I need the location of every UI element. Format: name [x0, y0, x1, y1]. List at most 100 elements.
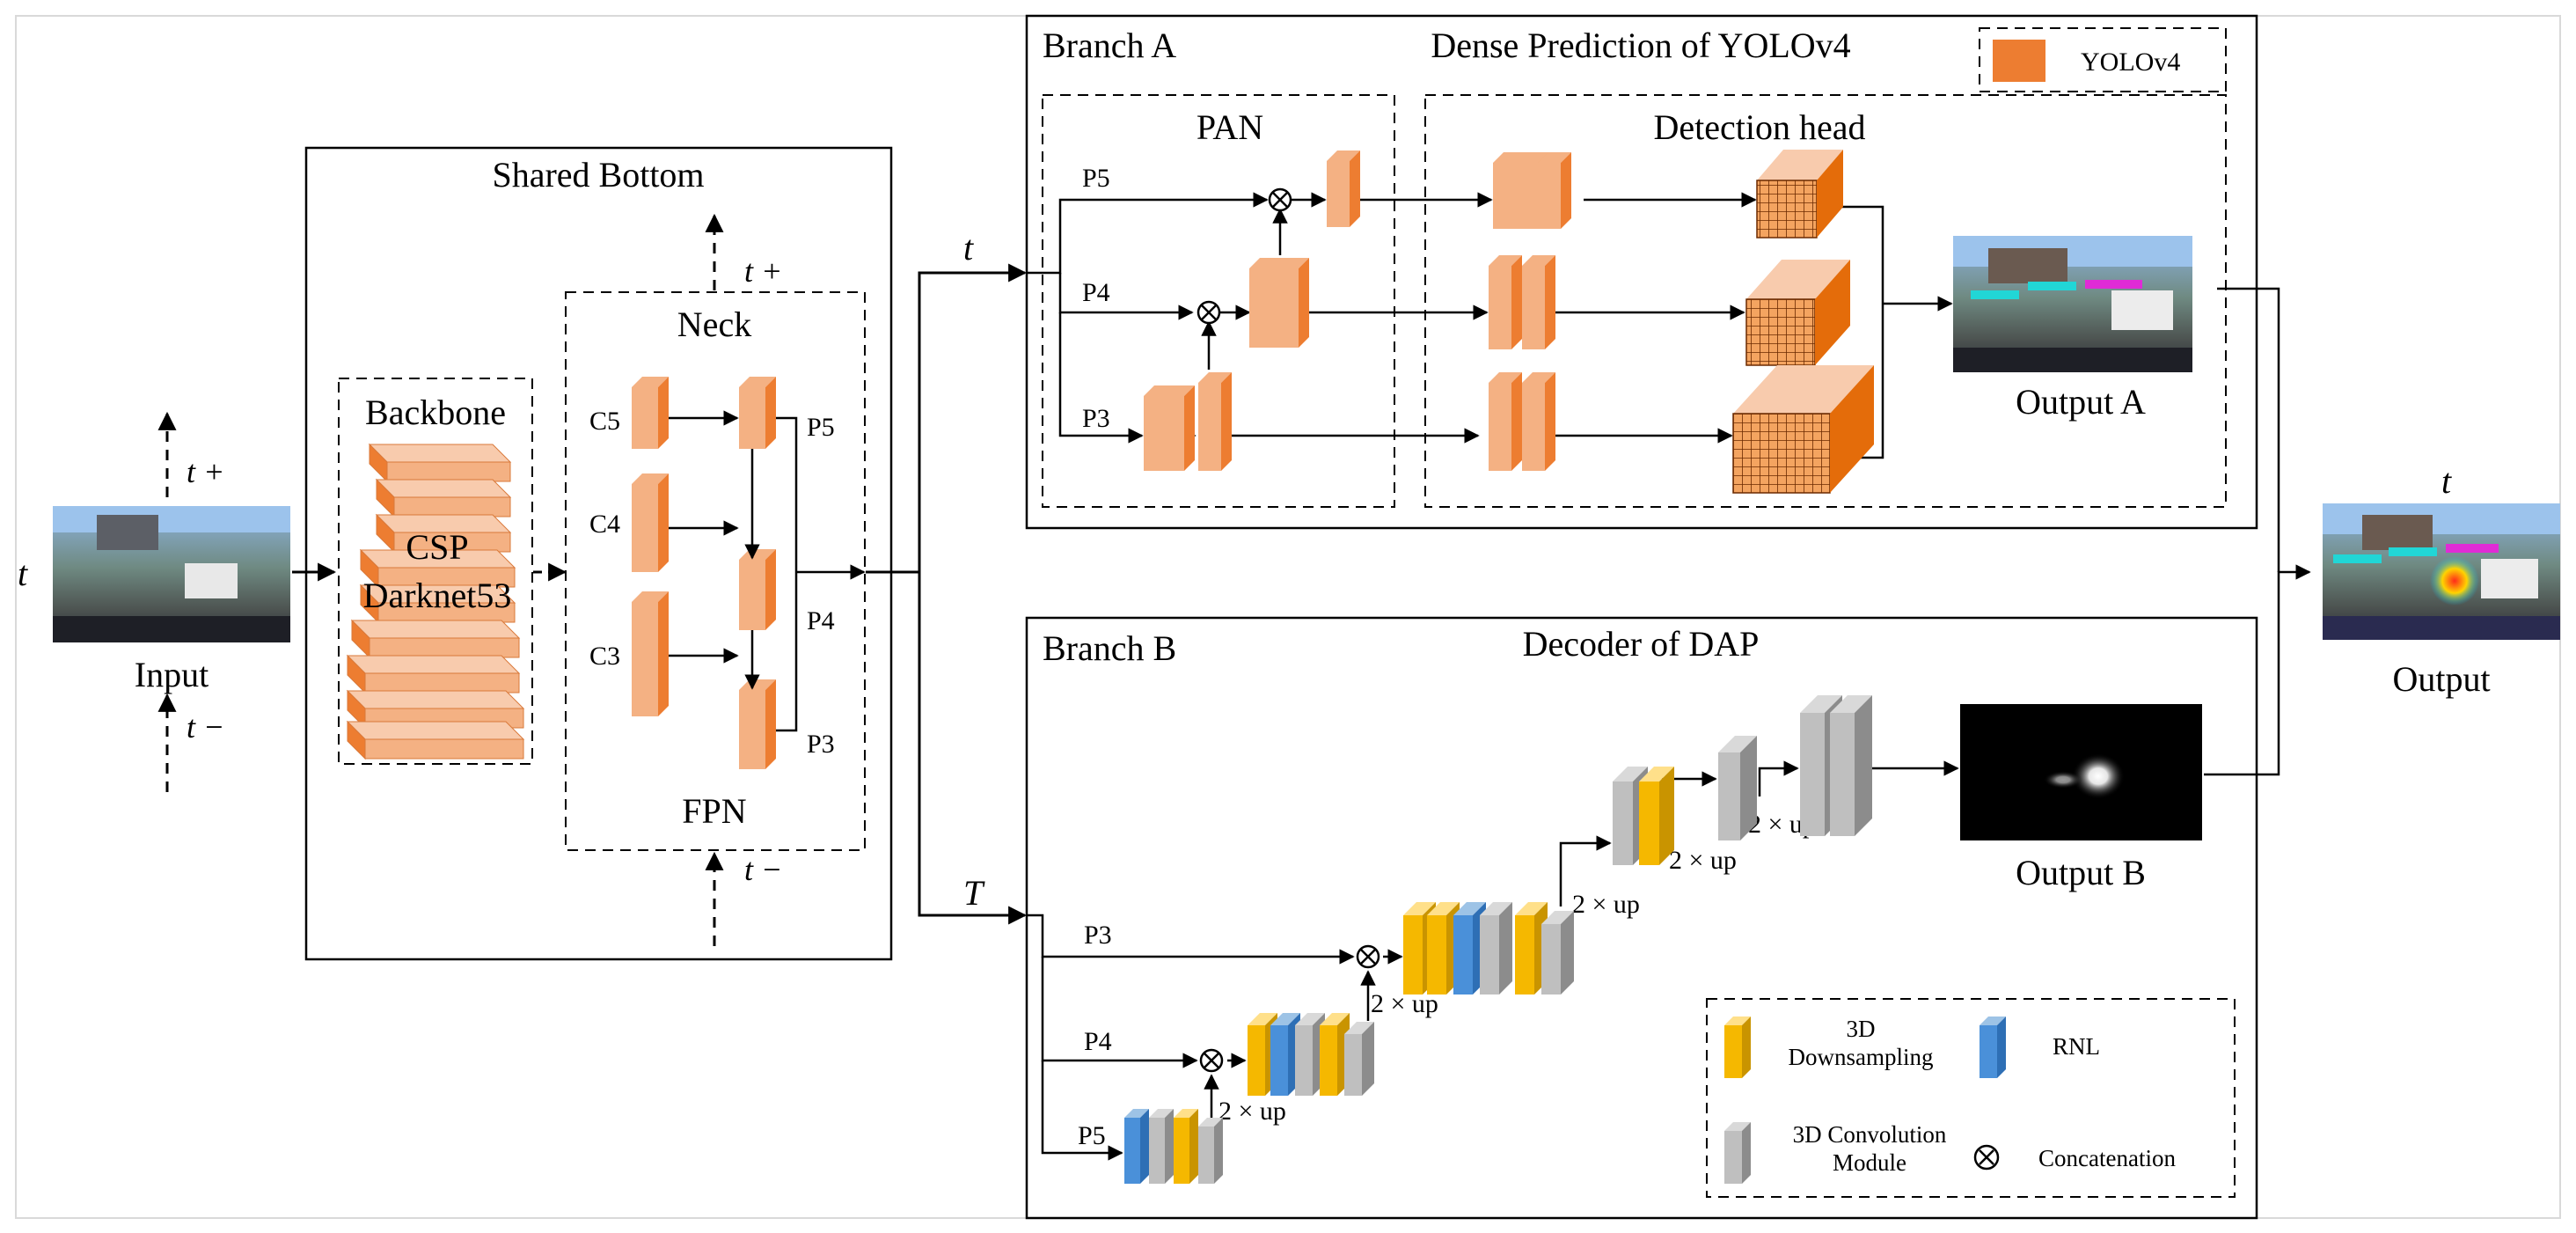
pan-block-p3c	[1198, 372, 1232, 471]
neck-footer: FPN	[682, 791, 746, 831]
branch-b-connectors	[1027, 287, 2311, 1161]
neck-out-p4: P4	[807, 606, 835, 635]
detection-head-title: Detection head	[1654, 107, 1866, 147]
grid-cube-large	[1756, 150, 1843, 239]
pan-blocks	[1144, 150, 1360, 471]
pan: PAN P5 P4 P3	[1027, 94, 1395, 508]
dec-block-down-1	[1174, 1109, 1198, 1184]
concat-p4	[1199, 1048, 1224, 1073]
branch-b: Branch B Decoder of DAP P3 P4 P5 2 × up …	[1025, 287, 2311, 1220]
input-image	[53, 506, 290, 642]
branch-b-legend: 3D Downsampling RNL 3D Convolution Modul…	[1706, 998, 2236, 1198]
pan-label-p4: P4	[1082, 278, 1110, 307]
neck-up-time: t +	[744, 253, 782, 289]
dec-block-rnl-1	[1124, 1109, 1149, 1184]
output-a-image	[1953, 236, 2192, 372]
neck-out-p5: P5	[807, 413, 835, 442]
shared-bottom: Shared Bottom Backbone CSP Darknet53	[304, 146, 893, 961]
output-b-image	[1960, 704, 2202, 840]
head-connectors	[1232, 192, 1953, 459]
dec-block-conv-4	[1344, 1022, 1374, 1096]
head-blocks	[1489, 152, 1571, 471]
input-time: t	[18, 554, 28, 593]
dec-block-conv-2	[1198, 1118, 1223, 1184]
neck-title: Neck	[677, 305, 751, 344]
backbone-name-line2: Darknet53	[363, 576, 512, 615]
neck-blocks	[632, 377, 776, 769]
branch-b-label-p3: P3	[1084, 921, 1112, 950]
legend-downsampling-line2: Downsampling	[1789, 1044, 1934, 1070]
dec-block-conv-1	[1149, 1109, 1174, 1184]
head-block-p3a	[1489, 372, 1522, 471]
head-block-p3b	[1522, 372, 1555, 471]
input-label: Input	[135, 655, 209, 694]
pan-block-p4	[1249, 258, 1309, 348]
legend-yolov4: YOLOv4	[2081, 48, 2180, 77]
output-a-label: Output A	[2016, 382, 2146, 422]
head-block-p5c	[1538, 152, 1571, 229]
decoder-blocks	[1124, 695, 1872, 1184]
pan-label-p5: P5	[1082, 164, 1110, 193]
head-block-p4a	[1489, 255, 1522, 349]
backbone-title: Backbone	[365, 393, 506, 432]
dec-block-conv-6	[1541, 911, 1574, 994]
legend-rnl: RNL	[2053, 1033, 2100, 1060]
dec-block-down-7	[1639, 767, 1674, 865]
input-up-time: t +	[187, 454, 224, 489]
dec-block-conv-8	[1718, 736, 1757, 840]
legend-downsampling-line1: 3D	[1847, 1016, 1876, 1042]
legend-downsampling-swatch	[1724, 1016, 1751, 1078]
detection-head: Detection head	[1232, 94, 2227, 508]
neck-connectors	[669, 410, 866, 732]
backbone-stack	[346, 443, 525, 760]
output-time: t	[2441, 461, 2452, 501]
neck-in-c3: C3	[589, 642, 620, 671]
backbone: Backbone CSP Darknet53	[338, 378, 533, 765]
branch-a-title: Dense Prediction of YOLOv4	[1431, 26, 1850, 65]
branch-b-label-p5: P5	[1078, 1121, 1106, 1150]
legend-conv-line2: Module	[1833, 1149, 1906, 1176]
output-section: t Output	[2323, 461, 2560, 699]
legend-conv-line1: 3D Convolution	[1793, 1121, 1947, 1148]
grid-cube-medium	[1745, 260, 1850, 366]
branch-b-input-time: T	[963, 873, 985, 913]
pan-block-p3b	[1161, 385, 1195, 471]
input-down-time: t −	[187, 709, 224, 745]
branch-a: Branch A Dense Prediction of YOLOv4 YOLO…	[1025, 14, 2258, 530]
legend-rnl-swatch	[1980, 1016, 2006, 1078]
branch-b-label-p4: P4	[1084, 1027, 1112, 1056]
concat-p3	[1356, 944, 1380, 969]
neck-block-c4	[632, 473, 669, 572]
pan-title: PAN	[1197, 107, 1263, 147]
pan-concat-p5	[1268, 187, 1292, 212]
grid-cube-small	[1732, 365, 1874, 494]
output-image	[2323, 503, 2560, 640]
neck-block-p3	[739, 679, 776, 769]
upsample-label-3: 2 × up	[1572, 890, 1640, 919]
prediction-grids	[1732, 150, 1874, 494]
neck: Neck FPN t + t − C5 C4 C3 P5 P4 P3	[565, 213, 866, 946]
branch-a-legend: YOLOv4	[1979, 27, 2227, 92]
upsample-label-1: 2 × up	[1218, 1097, 1286, 1126]
shared-bottom-title: Shared Bottom	[492, 155, 704, 194]
input-section: t Input t + t −	[18, 411, 290, 792]
neck-block-p5	[739, 377, 776, 449]
upsample-label-4: 2 × up	[1669, 846, 1737, 875]
neck-in-c4: C4	[589, 510, 620, 539]
pan-block-p5	[1327, 150, 1360, 227]
branch-a-input-time: t	[963, 228, 974, 268]
legend-conv-swatch	[1724, 1122, 1751, 1184]
backbone-name-line1: CSP	[406, 527, 468, 567]
branch-b-tag: Branch B	[1043, 628, 1176, 668]
dec-block-conv-10	[1830, 695, 1872, 836]
dec-block-conv-5	[1480, 902, 1512, 994]
pan-label-p3: P3	[1082, 404, 1110, 433]
branch-splitter	[866, 263, 1028, 925]
neck-block-c3	[632, 591, 669, 716]
pan-concat-p4	[1197, 300, 1221, 325]
legend-concat-icon	[1973, 1144, 2000, 1171]
branch-a-tag: Branch A	[1043, 26, 1176, 65]
output-label: Output	[2392, 659, 2490, 699]
neck-in-c5: C5	[589, 407, 620, 436]
